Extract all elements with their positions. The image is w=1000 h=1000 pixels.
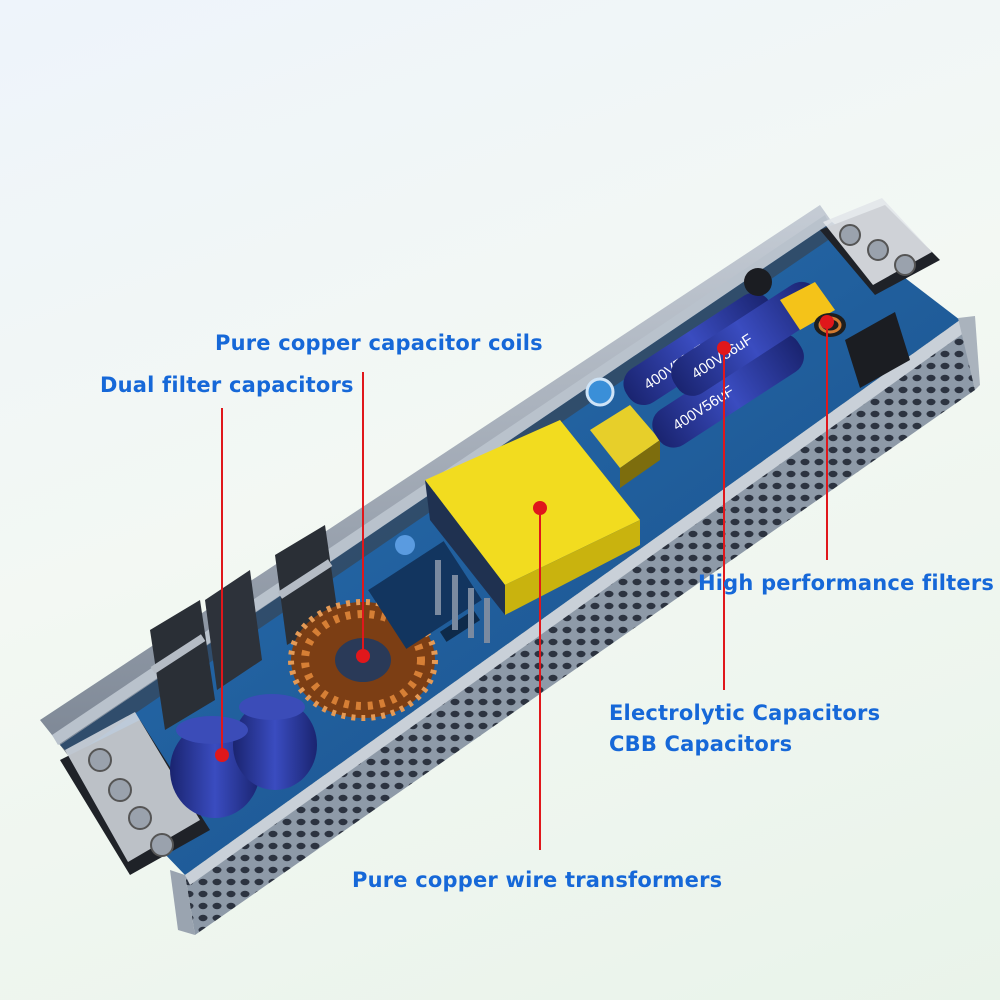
label-copper-coils: Pure copper capacitor coils — [215, 331, 543, 355]
misc-parts — [585, 268, 772, 407]
pointer-dot-filters — [820, 315, 834, 329]
label-capacitors: Electrolytic Capacitors CBB Capacitors — [609, 698, 880, 760]
pointer-dot-coils — [356, 649, 370, 663]
label-cbb-capacitors: CBB Capacitors — [609, 732, 793, 756]
label-dual-filter-capacitors: Dual filter capacitors — [100, 373, 354, 397]
electrolytic-capacitors: 400V56uF 400V56uF 400V56uF — [623, 281, 823, 448]
label-electrolytic-capacitors: Electrolytic Capacitors — [609, 701, 881, 725]
pointer-dot-transformer — [533, 501, 547, 515]
housing-front-wall — [170, 316, 980, 935]
label-high-performance-filters: High performance filters — [698, 571, 995, 595]
pointer-dot-electrolytic — [717, 341, 731, 355]
left-terminal-block — [60, 712, 210, 875]
callout-pointers — [215, 315, 834, 850]
transformer — [425, 420, 640, 643]
right-terminal-block — [820, 198, 940, 295]
label-copper-transformers: Pure copper wire transformers — [352, 868, 723, 892]
dual-filter-capacitors — [170, 694, 317, 818]
pointer-dot-dual — [215, 748, 229, 762]
small-transformer — [590, 405, 660, 488]
